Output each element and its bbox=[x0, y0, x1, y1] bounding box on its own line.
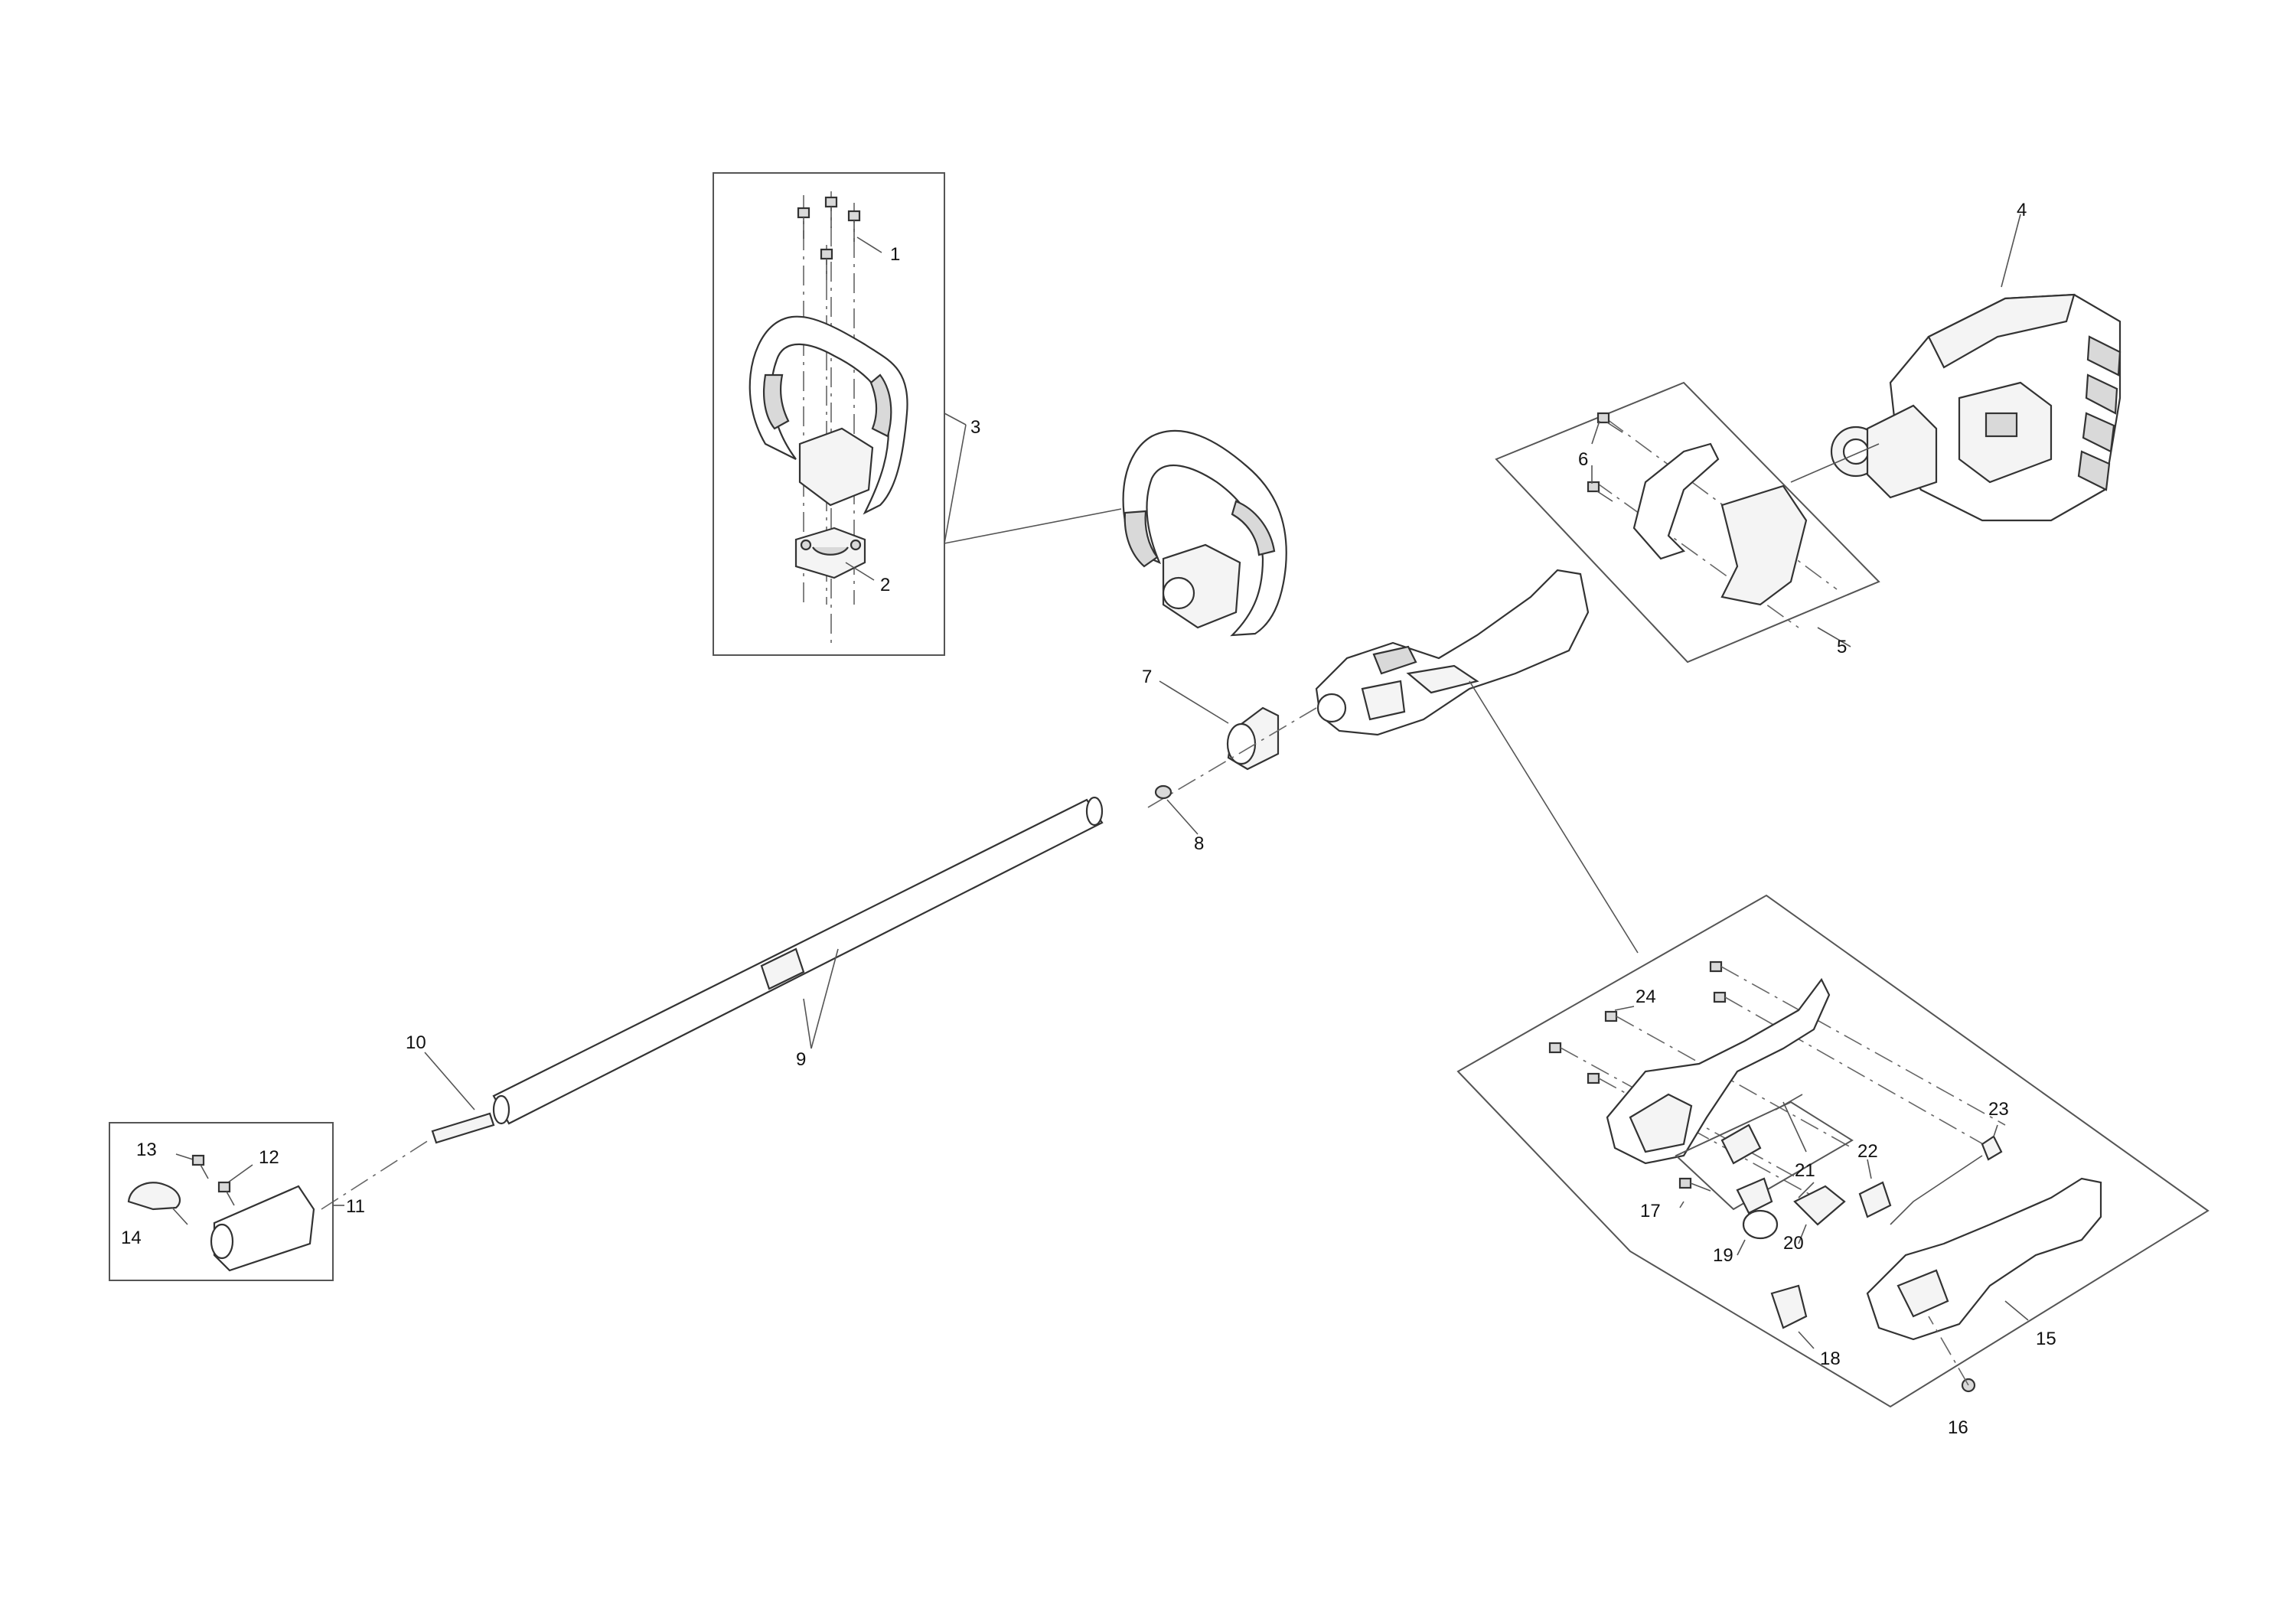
callout-18: 18 bbox=[1820, 1348, 1841, 1369]
clamp-part-7 bbox=[1147, 680, 1317, 808]
callout-20: 20 bbox=[1783, 1233, 1804, 1254]
coupler-group-part-11 bbox=[109, 1122, 344, 1281]
knob-part-14 bbox=[127, 1182, 188, 1225]
callout-13: 13 bbox=[136, 1140, 157, 1160]
callout-2: 2 bbox=[880, 575, 890, 595]
spring-part-22 bbox=[1858, 1159, 1892, 1218]
handle-assembly-group bbox=[713, 172, 967, 656]
callout-19: 19 bbox=[1713, 1245, 1733, 1266]
screws-part-6 bbox=[1587, 412, 1623, 502]
callout-21: 21 bbox=[1795, 1160, 1815, 1181]
callout-3: 3 bbox=[970, 417, 980, 438]
callout-23: 23 bbox=[1988, 1099, 2009, 1120]
callout-16: 16 bbox=[1948, 1417, 1968, 1438]
callout-8: 8 bbox=[1194, 833, 1204, 854]
callout-17: 17 bbox=[1640, 1201, 1661, 1221]
motor-housing-part-4 bbox=[1830, 214, 2122, 522]
callout-9: 9 bbox=[796, 1049, 806, 1070]
callout-labels: 1 2 3 4 5 6 7 8 9 10 11 12 13 14 15 16 1… bbox=[121, 200, 2056, 1438]
clip-part-19 bbox=[1737, 1209, 1779, 1256]
callout-12: 12 bbox=[259, 1147, 279, 1168]
callout-15: 15 bbox=[2036, 1329, 2056, 1349]
screw-part-13 bbox=[175, 1153, 209, 1179]
switch-part-18 bbox=[1770, 1284, 1815, 1349]
module-part-20 bbox=[1793, 1185, 1846, 1244]
callout-4: 4 bbox=[2017, 200, 2027, 220]
main-housing bbox=[1315, 569, 1639, 954]
callout-5: 5 bbox=[1837, 637, 1847, 657]
callout-24: 24 bbox=[1636, 986, 1656, 1007]
coupler-tube bbox=[210, 1185, 315, 1272]
clamp-part-2 bbox=[794, 527, 866, 579]
connector-part-23 bbox=[1890, 1124, 2003, 1225]
shaft-part-9 bbox=[492, 796, 1104, 1125]
handle-part-3-detail bbox=[748, 315, 908, 515]
washer-part-8 bbox=[1154, 784, 1199, 835]
screws-part-24 bbox=[1548, 960, 2006, 1210]
pin-part-17 bbox=[1678, 1177, 1711, 1208]
drive-shaft-part-10 bbox=[321, 1052, 495, 1210]
handle-group-box bbox=[713, 172, 945, 656]
callout-10: 10 bbox=[406, 1032, 426, 1053]
callout-11: 11 bbox=[346, 1196, 365, 1217]
callout-14: 14 bbox=[121, 1228, 142, 1248]
nut-part-16 bbox=[1928, 1316, 1976, 1393]
callout-22: 22 bbox=[1857, 1141, 1878, 1162]
switch-housing-group-part-15 bbox=[1456, 894, 2210, 1408]
callout-7: 7 bbox=[1142, 667, 1152, 687]
handle-part-3 bbox=[944, 429, 1287, 637]
screw-part-12 bbox=[217, 1164, 253, 1206]
callout-1: 1 bbox=[890, 244, 900, 265]
callout-6: 6 bbox=[1578, 449, 1588, 470]
